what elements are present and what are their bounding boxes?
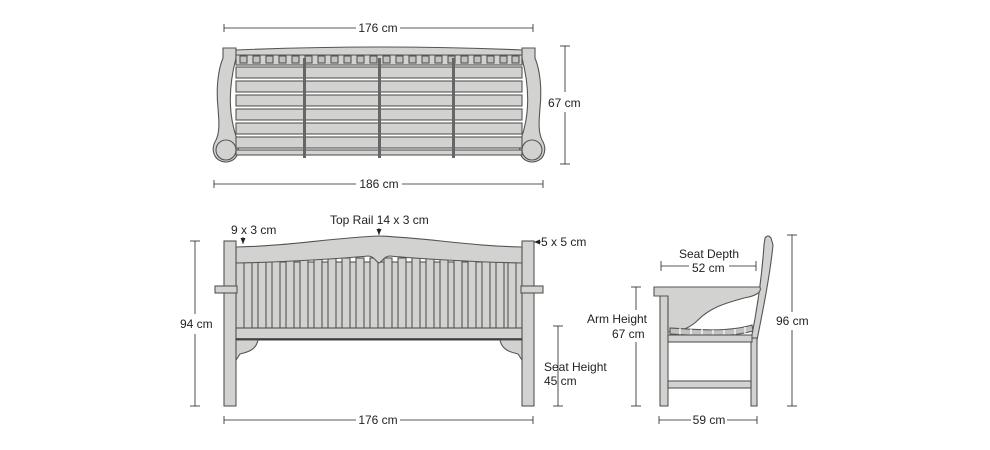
top-overall-length-dimension: 186 cm: [213, 177, 544, 191]
top-overall-length-label: 186 cm: [359, 177, 398, 191]
front-length-dimension: 176 cm: [223, 413, 534, 427]
side-depth-label: 59 cm: [693, 413, 726, 427]
seat-height-value: 45 cm: [544, 374, 577, 388]
side-stretcher: [667, 380, 752, 389]
front-left-leg: [223, 240, 237, 407]
seat-height-dimension: Seat Height 45 cm: [544, 325, 607, 407]
front-left-bracket: [235, 339, 259, 362]
leg-section-label: 5 x 5 cm: [541, 235, 586, 249]
top-length-label: 176 cm: [358, 21, 397, 35]
top-rail-label: Top Rail 14 x 3 cm: [330, 213, 429, 227]
arm-height-label: Arm Height: [587, 312, 648, 326]
top-view: 176 cm: [212, 21, 581, 191]
seat-depth-label: Seat Depth: [679, 247, 739, 261]
side-height-dimension: 96 cm: [776, 234, 809, 407]
side-view: Seat Depth 52 cm Arm Height 67: [587, 234, 809, 427]
front-top-rail: [235, 235, 523, 264]
top-back-slat-ends: [239, 55, 520, 64]
top-right-arm-knob: [521, 139, 543, 161]
front-right-bracket: [499, 339, 523, 362]
seat-height-label: Seat Height: [544, 360, 607, 374]
top-bolts: [303, 58, 455, 158]
arm-height-value: 67 cm: [612, 327, 645, 341]
front-right-leg: [521, 240, 535, 407]
side-depth-dimension: 59 cm: [658, 413, 758, 427]
seat-depth-value: 52 cm: [692, 261, 725, 275]
front-height-dimension: 94 cm: [180, 240, 213, 407]
top-length-dimension: 176 cm: [223, 21, 534, 35]
side-rear-leg: [750, 337, 758, 407]
front-length-label: 176 cm: [358, 413, 397, 427]
side-front-leg: [659, 289, 669, 407]
side-height-label: 96 cm: [776, 314, 809, 328]
top-left-arm-knob: [215, 139, 237, 161]
side-arm: [653, 286, 761, 333]
top-right-arm: [519, 47, 546, 163]
front-seat: [235, 327, 523, 341]
front-right-arm: [520, 285, 544, 294]
side-back-post: [750, 235, 774, 341]
front-left-arm: [214, 285, 238, 294]
top-depth-dimension: 67 cm: [548, 45, 581, 165]
front-view: 9 x 3 cm Top Rail 14 x 3 cm 5 x 5 cm: [180, 213, 607, 427]
top-left-arm: [212, 47, 239, 163]
arm-section-label: 9 x 3 cm: [231, 223, 276, 237]
top-depth-label: 67 cm: [548, 96, 581, 110]
front-height-label: 94 cm: [180, 317, 213, 331]
